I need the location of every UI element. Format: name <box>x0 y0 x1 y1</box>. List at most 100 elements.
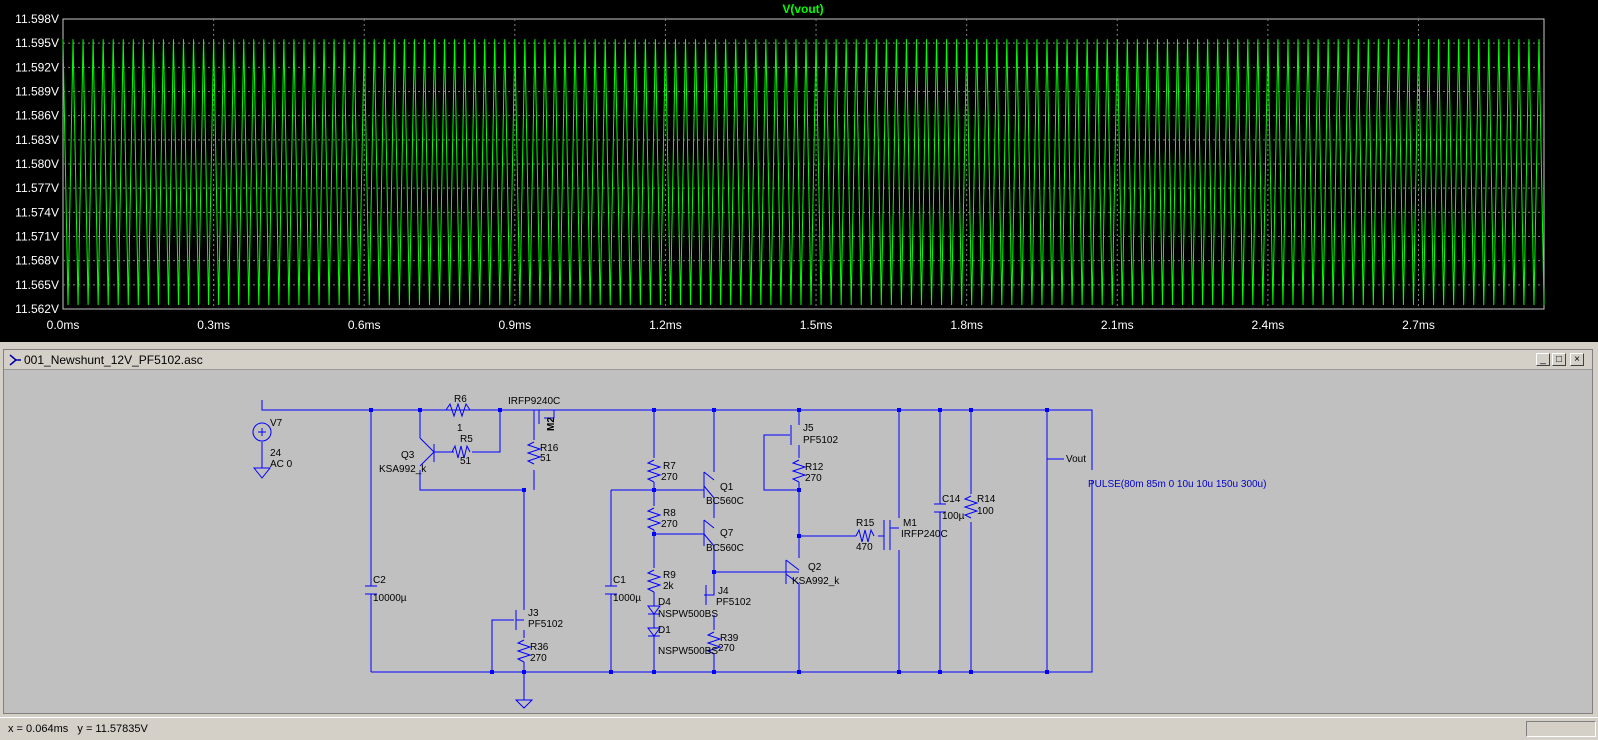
schematic-window[interactable]: 001_Newshunt_12V_PF5102.asc _ □ × <box>3 349 1593 714</box>
ground-symbol-v7 <box>252 467 272 479</box>
label-c2[interactable]: C2 <box>373 575 386 586</box>
mosfet-m1 <box>883 520 899 550</box>
close-button[interactable]: × <box>1570 353 1584 366</box>
resistor-r5 <box>451 444 471 459</box>
label-r39-value[interactable]: 270 <box>718 643 735 654</box>
label-r6-value[interactable]: 1 <box>457 423 463 434</box>
cursor-readout: x = 0.064ms y = 11.57835V <box>8 723 148 735</box>
transistor-q7 <box>703 519 715 547</box>
label-j5[interactable]: J5 <box>803 423 814 434</box>
x-tick-label: 0.3ms <box>197 318 230 332</box>
label-q7[interactable]: Q7 <box>720 528 734 539</box>
label-c1[interactable]: C1 <box>613 575 626 586</box>
capacitor-c1 <box>605 585 617 595</box>
capacitor-c2 <box>365 585 377 595</box>
label-d4[interactable]: D4 <box>658 597 671 608</box>
label-r8[interactable]: R8 <box>663 508 676 519</box>
y-tick-label: 11.568V <box>15 254 59 268</box>
resistor-r14 <box>963 495 979 519</box>
transistor-q2 <box>785 559 800 585</box>
label-q7-model[interactable]: BC560C <box>706 543 744 554</box>
label-c1-value[interactable]: 1000µ <box>613 593 641 604</box>
x-tick-label: 0.0ms <box>47 318 80 332</box>
label-r14[interactable]: R14 <box>977 494 996 505</box>
label-q3-model[interactable]: KSA992_k <box>379 464 427 475</box>
schematic-titlebar[interactable]: 001_Newshunt_12V_PF5102.asc _ □ × <box>4 350 1592 370</box>
label-r36-value[interactable]: 270 <box>530 653 547 664</box>
label-r14-value[interactable]: 100 <box>977 506 994 517</box>
label-j4-model[interactable]: PF5102 <box>716 597 751 608</box>
label-r39[interactable]: R39 <box>720 633 739 644</box>
label-m1-model[interactable]: IRFP240C <box>901 529 948 540</box>
x-tick-label: 0.6ms <box>348 318 381 332</box>
capacitor-c14 <box>934 503 946 513</box>
label-pulse-directive[interactable]: PULSE(80m 85m 0 10u 10u 150u 300u) <box>1088 479 1266 490</box>
maximize-button[interactable]: □ <box>1552 353 1566 366</box>
trace-title[interactable]: V(vout) <box>782 2 823 16</box>
label-r6[interactable]: R6 <box>454 394 467 405</box>
label-c2-value[interactable]: 10000µ <box>373 593 407 604</box>
label-r5[interactable]: R5 <box>460 434 473 445</box>
label-r12[interactable]: R12 <box>805 462 824 473</box>
label-r36[interactable]: R36 <box>530 642 549 653</box>
label-q2[interactable]: Q2 <box>808 562 822 573</box>
status-bar: x = 0.064ms y = 11.57835V <box>0 717 1598 740</box>
label-r5-value[interactable]: 51 <box>460 456 472 467</box>
mosfet-m2 <box>538 410 555 424</box>
label-v7-value[interactable]: 24 <box>270 448 282 459</box>
resistor-r8 <box>646 507 662 531</box>
label-r12-value[interactable]: 270 <box>805 473 822 484</box>
label-q3[interactable]: Q3 <box>401 450 415 461</box>
schematic-components <box>252 402 979 709</box>
x-tick-label: 2.7ms <box>1402 318 1435 332</box>
ground-symbol-main <box>514 699 534 709</box>
y-tick-label: 11.574V <box>15 205 59 219</box>
label-vout[interactable]: Vout <box>1066 454 1086 465</box>
label-r7[interactable]: R7 <box>663 461 676 472</box>
label-j5-model[interactable]: PF5102 <box>803 435 838 446</box>
label-r8-value[interactable]: 270 <box>661 519 678 530</box>
label-j3[interactable]: J3 <box>528 608 539 619</box>
transistor-q3 <box>419 437 435 467</box>
resistor-r7 <box>646 459 662 483</box>
label-v7-ac[interactable]: AC 0 <box>270 459 293 470</box>
label-m1[interactable]: M1 <box>903 518 917 529</box>
label-v7[interactable]: V7 <box>270 418 283 429</box>
label-r15-value[interactable]: 470 <box>856 542 873 553</box>
x-tick-label: 2.1ms <box>1101 318 1134 332</box>
schematic-drawing[interactable]: V7 24 AC 0 R6 1 IRFP9240C M2 Q3 KSA992_k… <box>4 370 1592 713</box>
label-j3-model[interactable]: PF5102 <box>528 619 563 630</box>
y-tick-label: 11.571V <box>15 230 59 244</box>
y-tick-label: 11.598V <box>15 12 59 26</box>
status-panel <box>1526 721 1596 737</box>
label-r7-value[interactable]: 270 <box>661 472 678 483</box>
label-r9-value[interactable]: 2k <box>663 581 675 592</box>
waveform-plot[interactable]: 11.598V11.595V11.592V11.589V11.586V11.58… <box>0 0 1598 342</box>
label-r16-value[interactable]: 51 <box>540 453 552 464</box>
label-d1[interactable]: D1 <box>658 625 671 636</box>
label-m2-model[interactable]: IRFP9240C <box>508 396 560 407</box>
y-axis-ticks: 11.598V11.595V11.592V11.589V11.586V11.58… <box>15 12 59 316</box>
label-r15[interactable]: R15 <box>856 518 875 529</box>
label-c14[interactable]: C14 <box>942 494 961 505</box>
label-d4-model[interactable]: NSPW500BS <box>658 609 718 620</box>
y-tick-label: 11.580V <box>15 157 59 171</box>
label-c14-value[interactable]: 100µ <box>942 511 965 522</box>
label-q1[interactable]: Q1 <box>720 482 734 493</box>
y-tick-label: 11.586V <box>15 109 59 123</box>
label-r16[interactable]: R16 <box>540 443 559 454</box>
label-r9[interactable]: R9 <box>663 570 676 581</box>
label-m2[interactable]: M2 <box>546 417 557 431</box>
minimize-button[interactable]: _ <box>1536 353 1550 366</box>
label-q2-model[interactable]: KSA992_k <box>792 576 840 587</box>
ltspice-schematic-icon <box>9 354 21 366</box>
label-d1-model[interactable]: NSPW500BS <box>658 646 718 657</box>
transistor-q1 <box>703 471 715 499</box>
schematic-canvas[interactable]: V7 24 AC 0 R6 1 IRFP9240C M2 Q3 KSA992_k… <box>4 370 1592 713</box>
label-j4[interactable]: J4 <box>718 586 729 597</box>
label-q1-model[interactable]: BC560C <box>706 496 744 507</box>
schematic-window-title: 001_Newshunt_12V_PF5102.asc <box>24 353 203 367</box>
x-tick-label: 1.5ms <box>800 318 833 332</box>
x-tick-label: 2.4ms <box>1252 318 1285 332</box>
